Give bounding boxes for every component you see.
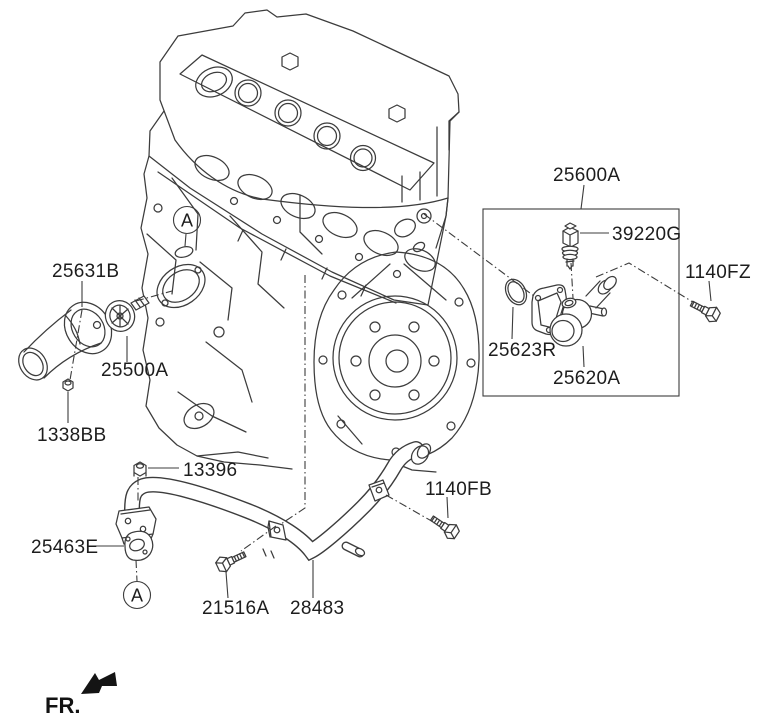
part-label-28483: 28483 bbox=[290, 598, 344, 619]
part-label-1140fb: 1140FB bbox=[425, 479, 492, 500]
front-direction-indicator: FR. bbox=[45, 672, 117, 718]
part-label-1338bb: 1338BB bbox=[37, 425, 106, 446]
engine-illustration bbox=[140, 9, 480, 473]
view-marker-a-top: A bbox=[172, 205, 202, 235]
assembly-reference-lines bbox=[69, 213, 697, 582]
part-label-25600a: 25600A bbox=[553, 165, 620, 186]
part-label-13396: 13396 bbox=[183, 460, 237, 481]
view-marker-letter: A bbox=[181, 211, 193, 231]
part-25623r-oring bbox=[504, 278, 528, 306]
part-label-25620a: 25620A bbox=[553, 368, 620, 389]
part-25463e-gasket bbox=[124, 530, 154, 561]
part-21516a-bolt bbox=[213, 546, 249, 575]
part-28483-coolant-pipe bbox=[115, 441, 432, 562]
part-25620a-thermostat-housing bbox=[531, 275, 617, 347]
part-label-25463e: 25463E bbox=[31, 537, 98, 558]
part-label-39220g: 39220G bbox=[612, 224, 681, 245]
part-label-25500a: 25500A bbox=[101, 360, 168, 381]
part-39220g-temp-sensor bbox=[561, 222, 579, 270]
front-arrow-icon bbox=[81, 672, 117, 694]
part-label-1140fz: 1140FZ bbox=[685, 262, 751, 283]
part-1338bb-nut bbox=[62, 378, 74, 392]
front-direction-label: FR. bbox=[45, 693, 80, 718]
leader-lines bbox=[67, 184, 712, 599]
part-25500a-thermostat bbox=[104, 295, 150, 333]
part-label-21516a: 21516A bbox=[202, 598, 269, 619]
part-1140fz-bolt bbox=[687, 295, 723, 325]
part-1140fb-bolt bbox=[426, 510, 462, 543]
view-marker-a-bottom: A bbox=[122, 580, 152, 610]
view-marker-letter: A bbox=[131, 586, 143, 606]
part-label-25631b: 25631B bbox=[52, 261, 119, 282]
part-13396-nut bbox=[133, 461, 147, 477]
part-label-25623r: 25623R bbox=[488, 340, 556, 361]
